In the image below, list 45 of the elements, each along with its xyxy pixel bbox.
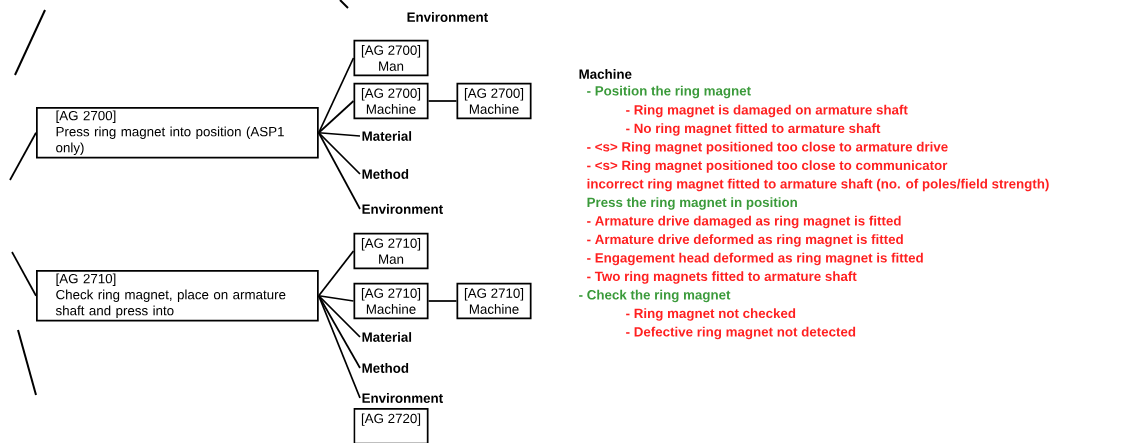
connector-line	[317, 294, 361, 369]
connector-line	[427, 100, 458, 102]
cause-box: [AG 2710] Machine	[456, 282, 532, 320]
connector-line	[317, 250, 355, 297]
list-item: - <s> Ring magnet positioned too close to communicator	[587, 160, 948, 173]
list-item: - Armature drive damaged as ring magnet is fitted	[587, 215, 901, 229]
connector-line	[317, 294, 361, 399]
cause-box: [AG 2720]	[353, 408, 429, 443]
heading-text: Machine	[579, 69, 632, 79]
list-item: - Two ring magnets fitted to armature shaft	[587, 271, 857, 284]
list-item: - Engagement head deformed as ring magnet is fitted	[587, 252, 923, 266]
category-label: Method	[362, 169, 409, 179]
list-item: - Position the ring magnet	[587, 85, 751, 99]
list-item: - Ring magnet not checked	[626, 308, 796, 321]
list-item: - Armature drive deformed as ring magnet is fitted	[587, 234, 903, 247]
list-item: incorrect ring magnet fitted to armature shaft (no. of poles/field strength)	[587, 178, 1049, 192]
connector-line	[317, 131, 361, 210]
process-box: [AG 2700] Press ring magnet into position (ASP1 only)	[36, 107, 319, 159]
connector-line	[317, 294, 361, 338]
category-label: Method	[362, 363, 409, 373]
connector-line	[317, 100, 355, 134]
cause-box: [AG 2700] Machine	[353, 82, 429, 120]
category-label: Environment	[362, 393, 443, 403]
list-item: - Defective ring magnet not detected	[626, 326, 856, 340]
cause-box: [AG 2710] Man	[353, 232, 429, 270]
connector-line	[9, 131, 37, 181]
cause-box: [AG 2710] Machine	[353, 282, 429, 320]
list-item: - <s> Ring magnet positioned too close to armature drive	[587, 141, 948, 155]
process-box: [AG 2710] Check ring magnet, place on armature shaft and press into	[36, 270, 319, 322]
list-item: Press the ring magnet in position	[587, 197, 797, 210]
connector-line	[317, 57, 355, 134]
connector-line	[427, 300, 458, 302]
connector-line	[317, 131, 361, 137]
connector-line	[11, 251, 37, 297]
category-label: Material	[362, 332, 412, 342]
cause-box: [AG 2700] Man	[353, 39, 429, 77]
list-item: - Ring magnet is damaged on armature shaft	[626, 104, 908, 118]
list-item: - No ring magnet fitted to armature shaft	[626, 123, 881, 136]
category-label: Environment	[362, 204, 443, 214]
list-item: - Check the ring magnet	[579, 289, 731, 303]
connector-line	[317, 294, 355, 302]
cause-box: [AG 2700] Machine	[456, 82, 532, 120]
category-label: Material	[362, 131, 412, 141]
heading-text: Environment	[407, 12, 488, 22]
connector-line	[317, 131, 361, 175]
